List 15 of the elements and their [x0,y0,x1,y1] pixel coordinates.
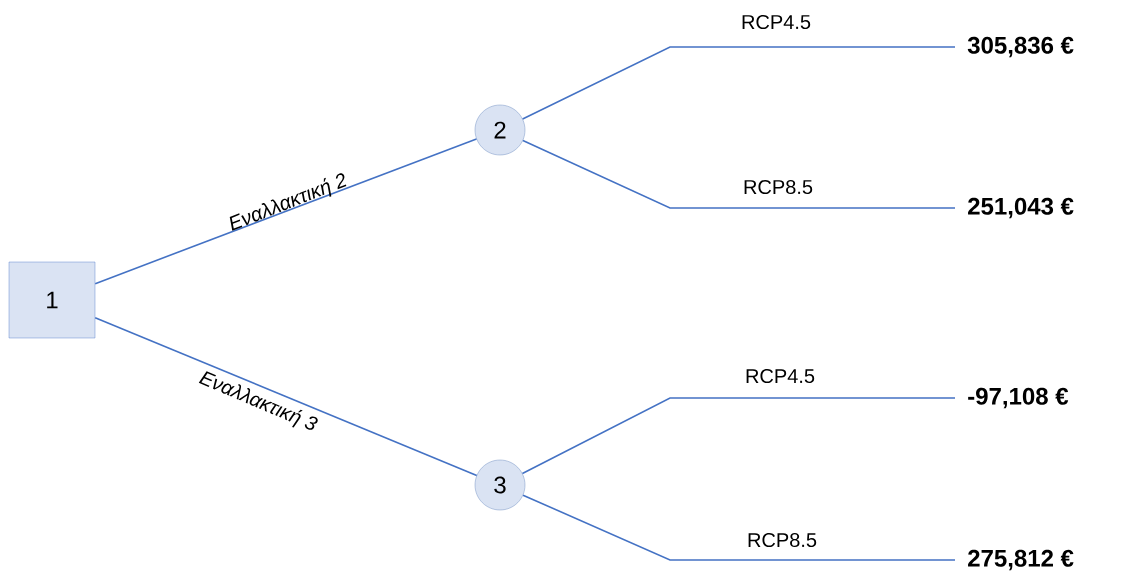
outcome-value: -97,108 € [968,387,1069,409]
outcome-value: 275,812 € [968,549,1074,571]
branch-line [94,138,478,285]
branch-line [522,139,956,209]
branch-line [521,397,956,475]
outcome-value: 251,043 € [968,197,1074,219]
edge-label: RCP4.5 [742,14,811,30]
branch-line [521,46,956,120]
branch-line [522,494,956,561]
decision-box: 1 [8,261,96,339]
edge-label: RCP4.5 [746,368,815,384]
outcome-value: 305,836 € [967,36,1074,58]
edge-label: RCP8.5 [748,532,817,548]
branch-line [94,317,478,477]
edge-label: RCP8.5 [744,179,813,195]
